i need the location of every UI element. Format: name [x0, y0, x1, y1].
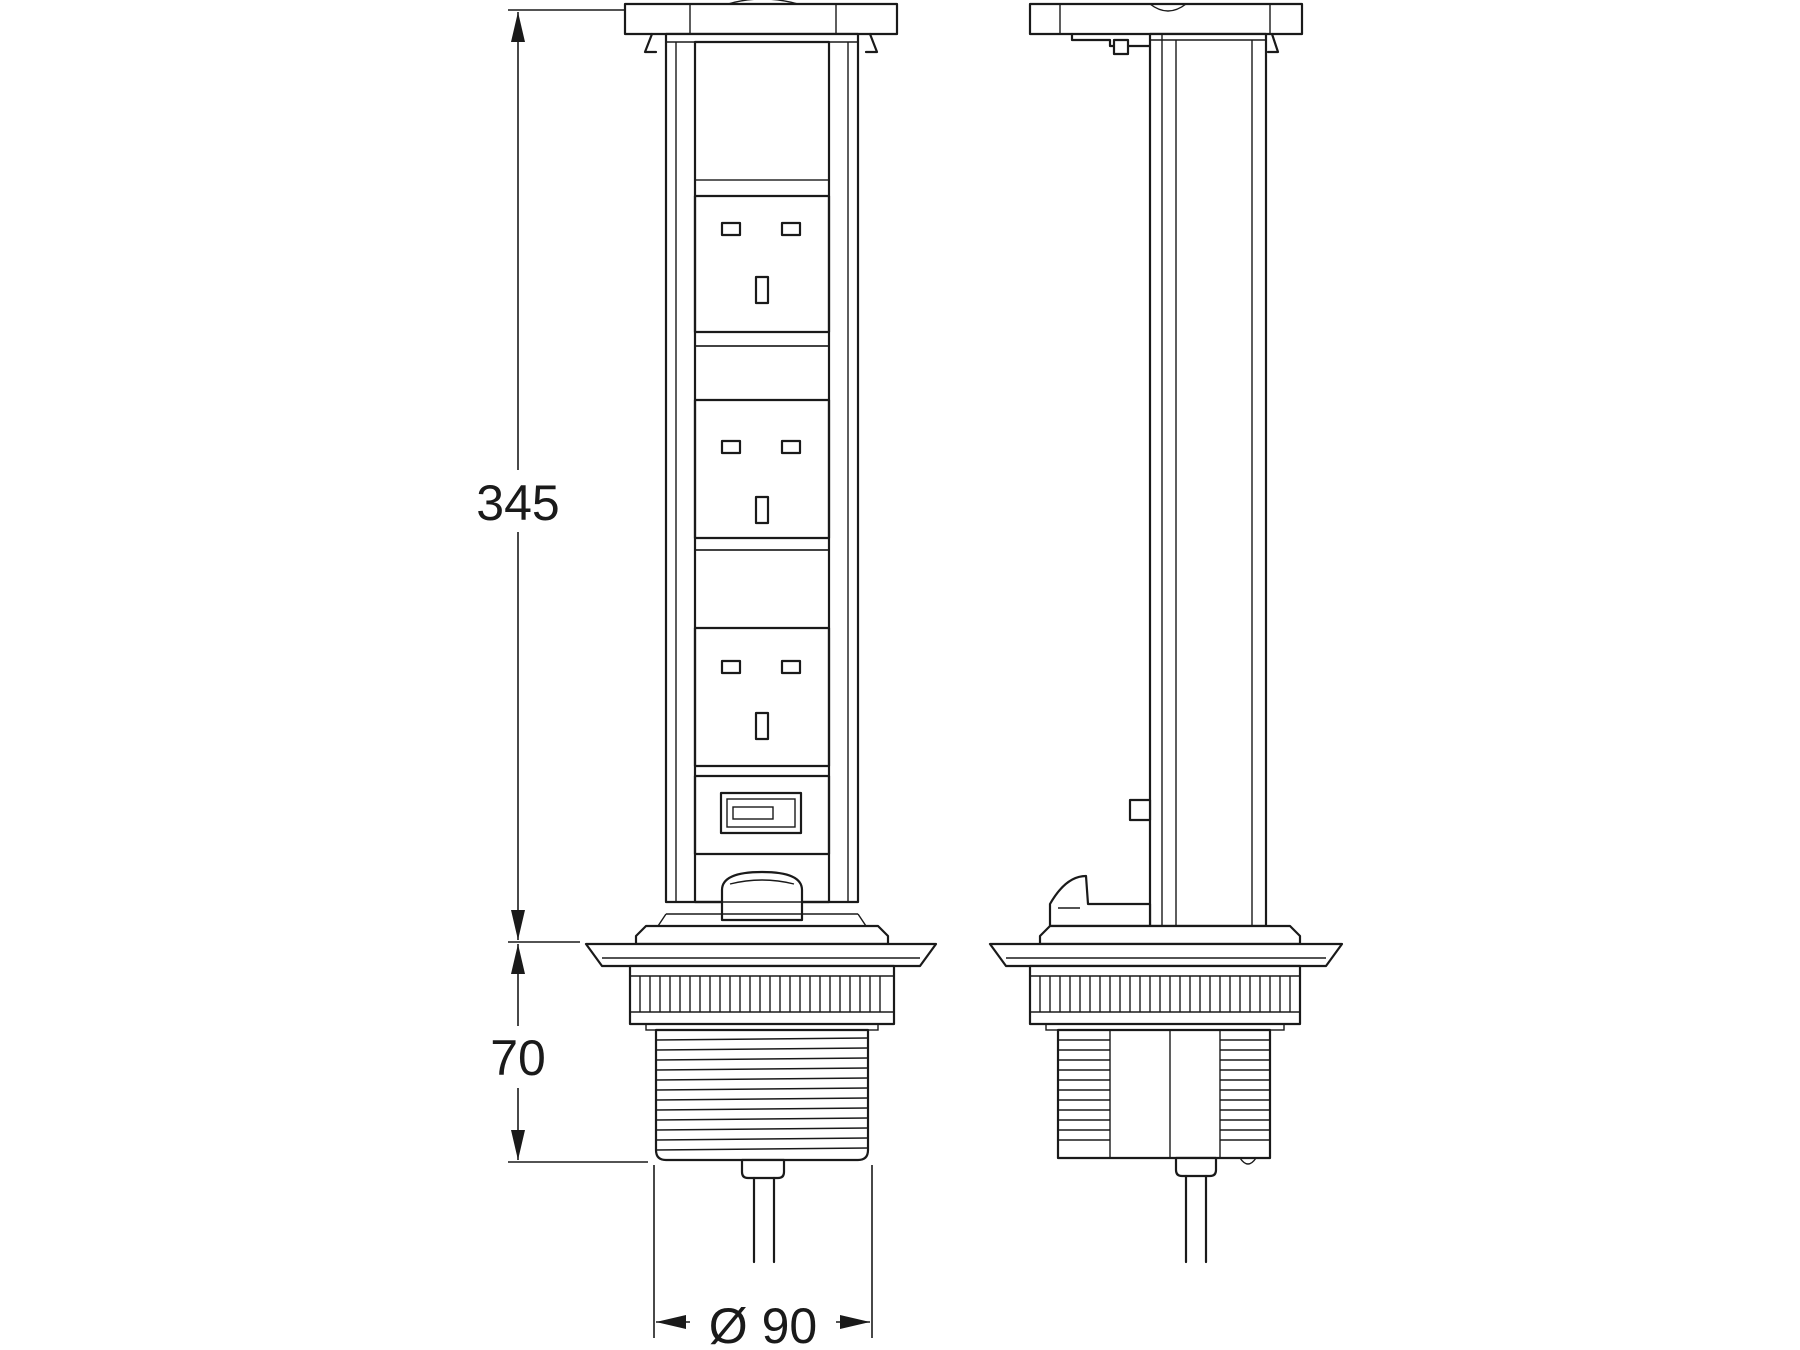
label-backdrop — [470, 1026, 566, 1088]
dimension-label-345: 345 — [476, 475, 559, 531]
cap-clips — [643, 32, 879, 54]
side-flange-rim — [988, 942, 1344, 968]
dimension-label-diameter: Ø 90 — [709, 1298, 817, 1350]
arrow-left — [656, 1315, 686, 1329]
socket-pin-left — [720, 221, 742, 237]
side-top-cap — [1028, 2, 1304, 36]
side-tower-tube — [1148, 32, 1268, 928]
socket-pin-right — [780, 221, 802, 237]
side-thread-right — [1220, 1039, 1270, 1141]
cable-gland — [740, 1158, 786, 1180]
arrow-right — [840, 1315, 870, 1329]
side-lift-handle — [1048, 874, 1152, 928]
socket-pin-left — [720, 659, 742, 675]
tower-tube — [664, 32, 860, 904]
dimension-345: 345 — [460, 9, 660, 943]
cap-clip — [1266, 32, 1280, 54]
arrow-up — [511, 12, 525, 42]
socket-pin-left — [720, 439, 742, 455]
socket-pin-right — [780, 439, 802, 455]
cap-bracket — [1070, 32, 1152, 48]
front-view — [584, 0, 938, 1264]
socket-earth-pin — [754, 275, 770, 305]
side-tab — [1128, 798, 1152, 822]
usb-module — [693, 774, 831, 856]
label-backdrop — [460, 470, 576, 532]
dimension-diameter: Ø 90 — [653, 1165, 873, 1350]
arrow-down — [511, 910, 525, 940]
arrow-down — [511, 1130, 525, 1160]
side-thread-left — [1058, 1039, 1110, 1141]
body-tab — [1239, 1157, 1257, 1165]
threaded-body — [654, 1028, 870, 1162]
side-flange-top — [1038, 924, 1302, 946]
socket-earth-pin — [754, 495, 770, 525]
dimension-70: 70 — [470, 944, 648, 1163]
socket-earth-pin — [754, 711, 770, 741]
side-cable-gland — [1174, 1156, 1218, 1178]
top-cap — [623, 2, 899, 36]
cap-latch — [1112, 38, 1130, 56]
thread-lines — [655, 1037, 869, 1151]
side-view — [988, 2, 1344, 1264]
flange-ring-edge — [657, 913, 867, 927]
usb-port-tongue — [732, 806, 774, 820]
label-backdrop — [690, 1296, 836, 1350]
side-collar-ribs — [1039, 976, 1291, 1012]
lift-handle — [720, 870, 804, 922]
side-threaded-body — [1056, 1028, 1272, 1160]
collar-ribs — [639, 976, 881, 1012]
cap-hinge — [1149, 3, 1187, 12]
dimension-label-70: 70 — [490, 1030, 546, 1086]
arrow-up — [511, 944, 525, 974]
usb-port — [719, 791, 803, 835]
socket-pin-right — [780, 659, 802, 675]
flange-top — [634, 924, 890, 946]
cap-handle — [727, 0, 799, 5]
handle-detail — [729, 879, 795, 885]
usb-port-inner — [726, 798, 796, 828]
flange-rim — [584, 942, 938, 968]
